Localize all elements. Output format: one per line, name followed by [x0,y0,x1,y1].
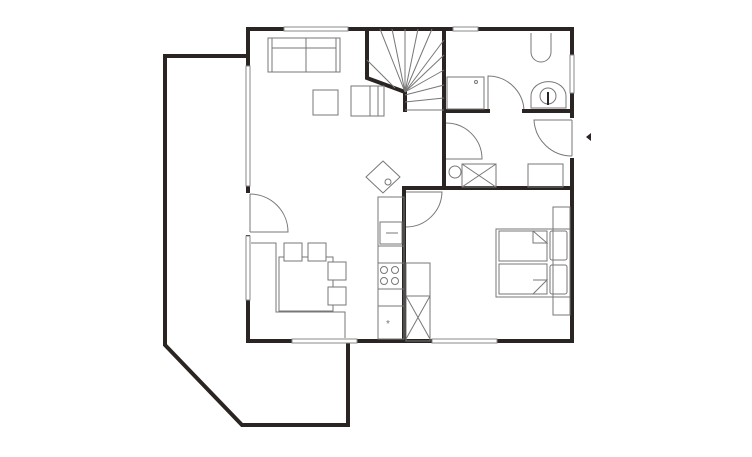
staircase [366,28,445,111]
svg-text:*: * [386,319,390,330]
utility-room [448,163,564,188]
doors [246,75,575,235]
wardrobe [405,262,431,342]
sink [379,221,403,245]
bedroom-furniture [405,206,571,342]
double-bed [495,228,571,298]
stove [365,160,401,194]
kitchen-counter: * [377,196,405,340]
dining-area [251,242,347,338]
living-area-furniture [267,37,401,194]
terrace-outline [163,54,350,427]
bathroom-fixtures [446,33,567,110]
windows [245,26,575,344]
dining-table [278,256,334,312]
washbasin [530,81,567,109]
washing-machine [461,163,497,188]
sofa [267,37,341,73]
shower [446,76,485,110]
side-table [312,89,339,116]
toilet [530,33,552,63]
armchair [350,85,385,117]
entrance-arrow-icon [586,133,591,141]
